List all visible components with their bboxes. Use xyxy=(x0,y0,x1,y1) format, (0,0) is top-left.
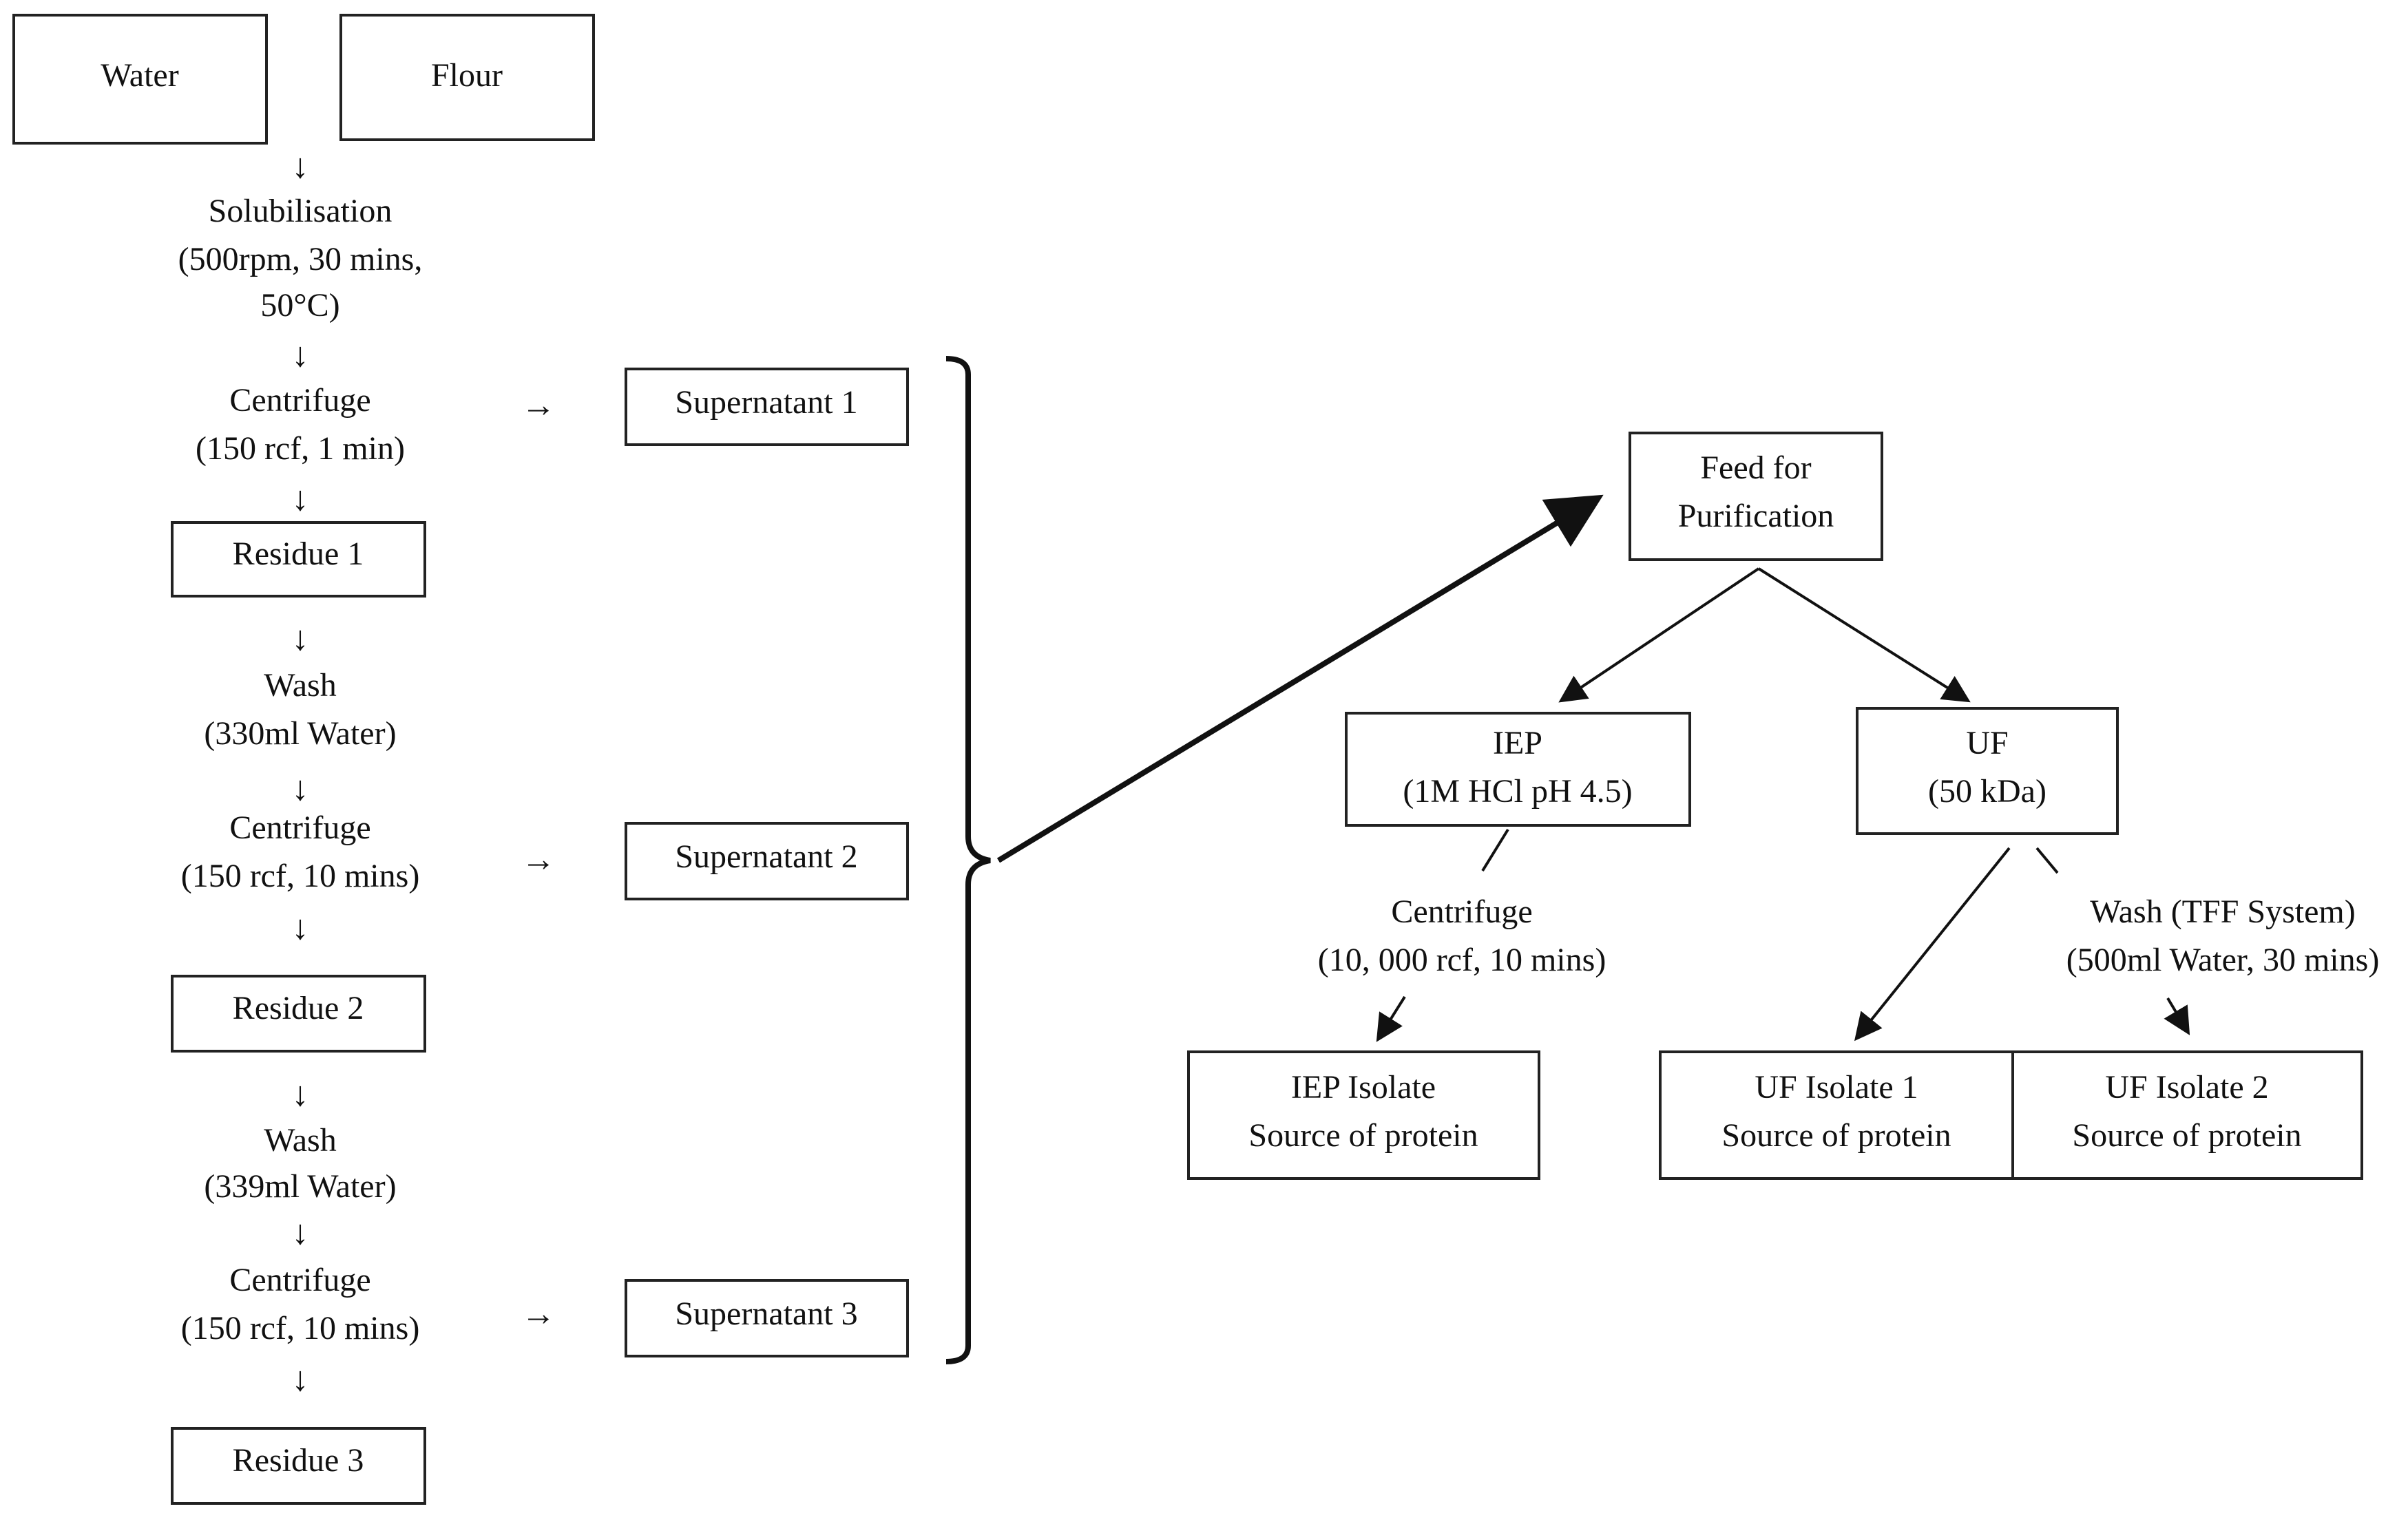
iep-connector-line xyxy=(1481,828,1509,872)
supernatant-1-label: Supernatant 1 xyxy=(675,384,857,421)
right-arrow-icon: → xyxy=(521,840,556,878)
water-label: Water xyxy=(101,57,178,94)
right-arrow-icon: → xyxy=(521,385,556,424)
centrifuge-2-step: Centrifuge xyxy=(229,810,370,846)
centrifuge-1-step: Centrifuge xyxy=(229,382,370,419)
water-box xyxy=(12,14,268,145)
right-arrow-icon: → xyxy=(521,1294,556,1333)
feed-to-uf-arrow xyxy=(1757,567,1971,703)
wash-tff-params: (500ml Water, 30 mins) xyxy=(2066,942,2380,978)
centrifuge-1-params: (150 rcf, 1 min) xyxy=(196,430,405,467)
down-arrow-icon: ↓ xyxy=(292,1360,309,1398)
uf-isolate-1-label: UF Isolate 1 xyxy=(1755,1069,1918,1106)
uf-isolate-1-desc: Source of protein xyxy=(1721,1117,1951,1154)
feed-label-line-1: Feed for xyxy=(1700,450,1811,486)
uf-label: UF xyxy=(1966,725,2008,761)
solubilisation-temp: 50°C) xyxy=(260,287,339,324)
iep-box xyxy=(1345,712,1691,827)
down-arrow-icon: ↓ xyxy=(292,479,309,518)
wash-2-step: Wash xyxy=(264,1122,336,1159)
wash-2-params: (339ml Water) xyxy=(204,1168,396,1205)
feed-label-line-2: Purification xyxy=(1678,498,1834,534)
uf-isolate-2-label: UF Isolate 2 xyxy=(2105,1069,2268,1106)
supernatant-3-box xyxy=(625,1279,909,1357)
feed-box xyxy=(1629,432,1883,561)
supernatant-3-label: Supernatant 3 xyxy=(675,1296,857,1332)
centrifuge-2-params: (150 rcf, 10 mins) xyxy=(181,858,420,894)
supernatant-1-box xyxy=(625,368,909,446)
supernatant-bracket xyxy=(945,356,991,1364)
centrifuge-to-iep-isolate-arrow xyxy=(1376,995,1406,1042)
residue-1-label: Residue 1 xyxy=(233,536,364,572)
uf-isolate-1-box xyxy=(1659,1050,2014,1180)
centrifuge-iep-params: (10, 000 rcf, 10 mins) xyxy=(1318,942,1606,978)
uf-isolate-2-desc: Source of protein xyxy=(2072,1117,2301,1154)
residue-1-box xyxy=(171,521,426,598)
iep-isolate-label: IEP Isolate xyxy=(1291,1069,1436,1106)
supernatant-2-label: Supernatant 2 xyxy=(675,838,857,875)
down-arrow-icon: ↓ xyxy=(292,335,309,374)
iep-isolate-desc: Source of protein xyxy=(1248,1117,1478,1154)
supernatant-2-box xyxy=(625,822,909,900)
down-arrow-icon: ↓ xyxy=(292,147,309,185)
residue-3-label: Residue 3 xyxy=(233,1442,364,1479)
down-arrow-icon: ↓ xyxy=(292,619,309,657)
flour-label: Flour xyxy=(431,57,503,94)
feed-to-iep-arrow xyxy=(1558,567,1760,703)
wash-1-params: (330ml Water) xyxy=(204,715,396,752)
uf-to-wash-line xyxy=(2035,847,2059,874)
iep-isolate-box xyxy=(1187,1050,1540,1180)
uf-box xyxy=(1856,707,2119,835)
uf-to-isolate-1-arrow xyxy=(1854,847,2011,1042)
residue-3-box xyxy=(171,1427,426,1505)
solubilisation-step: Solubilisation xyxy=(209,193,392,229)
down-arrow-icon: ↓ xyxy=(292,769,309,807)
down-arrow-icon: ↓ xyxy=(292,1213,309,1251)
wash-to-isolate-2-arrow xyxy=(2164,997,2190,1035)
residue-2-box xyxy=(171,975,426,1053)
centrifuge-3-params: (150 rcf, 10 mins) xyxy=(181,1310,420,1346)
centrifuge-3-step: Centrifuge xyxy=(229,1262,370,1298)
iep-label: IEP xyxy=(1493,725,1542,761)
wash-tff-step: Wash (TFF System) xyxy=(2090,894,2355,930)
flour-box xyxy=(339,14,595,141)
residue-2-label: Residue 2 xyxy=(233,990,364,1026)
down-arrow-icon: ↓ xyxy=(292,908,309,947)
down-arrow-icon: ↓ xyxy=(292,1075,309,1113)
centrifuge-iep-step: Centrifuge xyxy=(1391,894,1532,930)
wash-1-step: Wash xyxy=(264,667,336,704)
uf-params: (50 kDa) xyxy=(1928,773,2046,810)
solubilisation-params: (500rpm, 30 mins, xyxy=(178,241,423,277)
bracket-to-feed-arrow xyxy=(996,494,1604,863)
iep-params: (1M HCl pH 4.5) xyxy=(1403,773,1632,810)
uf-isolate-2-box xyxy=(2011,1050,2363,1180)
